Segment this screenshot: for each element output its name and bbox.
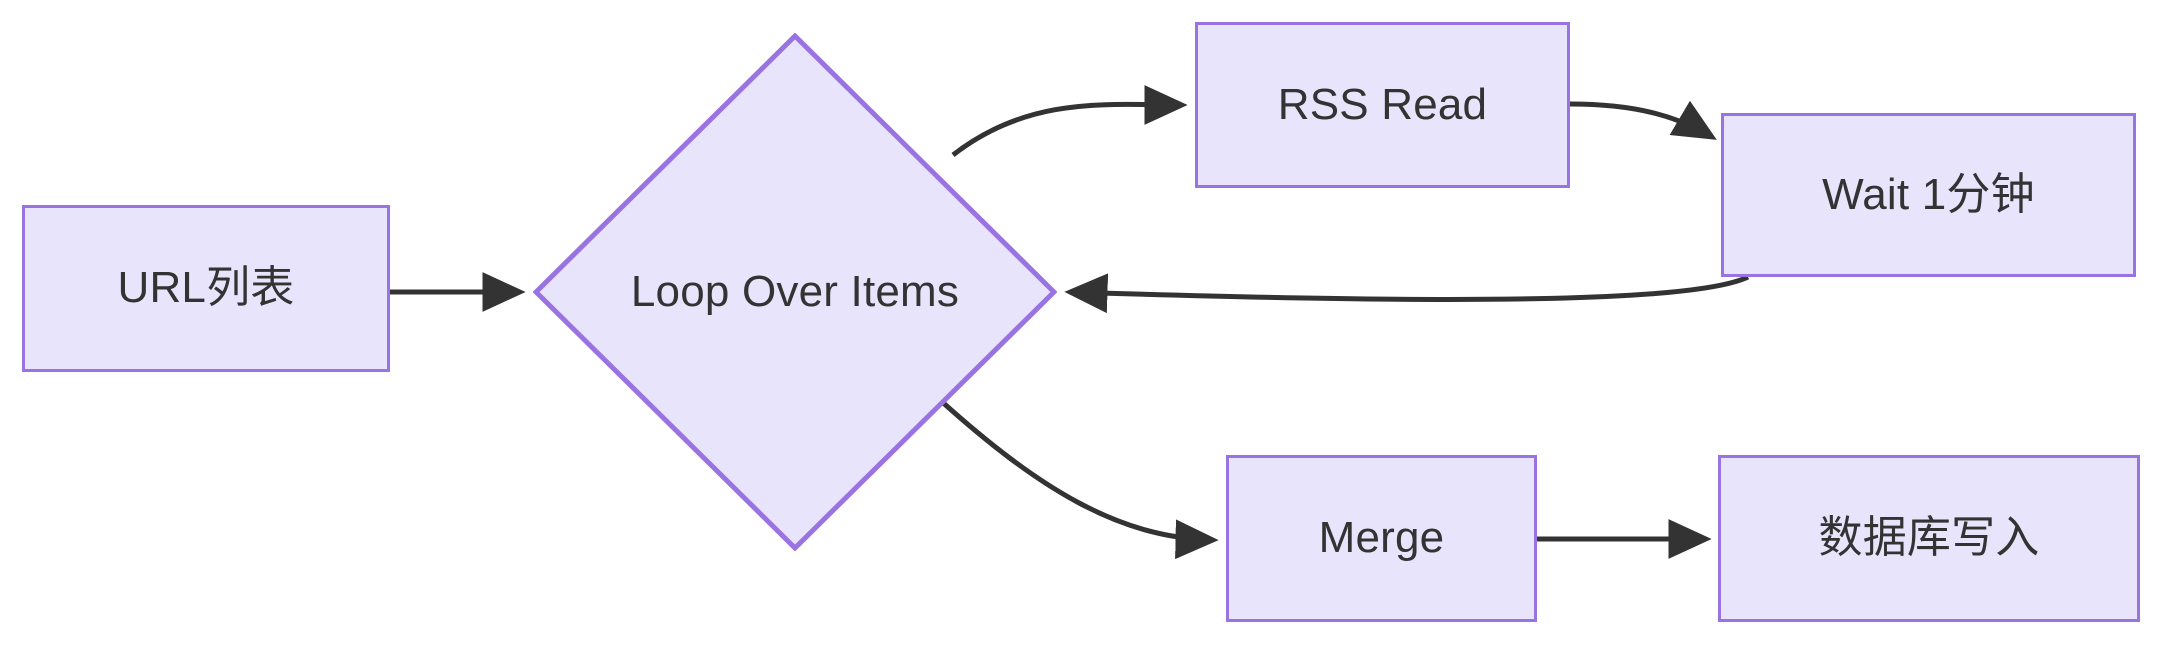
node-merge-label: Merge: [1318, 513, 1445, 563]
node-rss-read-label: RSS Read: [1277, 79, 1488, 129]
node-loop-over-items-label: Loop Over Items: [630, 266, 960, 316]
node-rss-read[interactable]: RSS Read: [1195, 22, 1570, 188]
node-loop-over-items[interactable]: Loop Over Items: [533, 33, 1057, 551]
node-wait-1-min-label: Wait 1分钟: [1822, 169, 2035, 219]
node-url-list-label: URL列表: [117, 263, 295, 313]
node-url-list[interactable]: URL列表: [22, 205, 390, 372]
node-db-write-label: 数据库写入: [1818, 513, 2040, 563]
edge-rss-to-wait: [1569, 100, 1717, 140]
node-wait-1-min[interactable]: Wait 1分钟: [1721, 113, 2136, 277]
node-merge[interactable]: Merge: [1226, 455, 1537, 622]
node-db-write[interactable]: 数据库写入: [1718, 455, 2140, 622]
diamond-shape: [533, 33, 1057, 551]
edge-wait-to-loop: [1064, 273, 1750, 314]
